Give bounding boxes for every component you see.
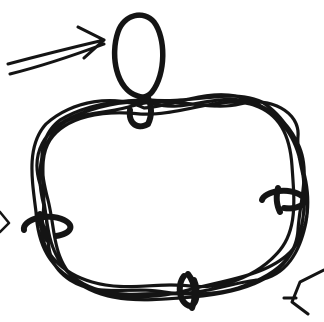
wrap-clip-right (262, 188, 304, 212)
partial-arrow-left (0, 212, 9, 232)
hanging-loop (115, 15, 163, 97)
pointer-arrow (8, 27, 104, 74)
partial-shape-bottom-right (284, 270, 324, 314)
